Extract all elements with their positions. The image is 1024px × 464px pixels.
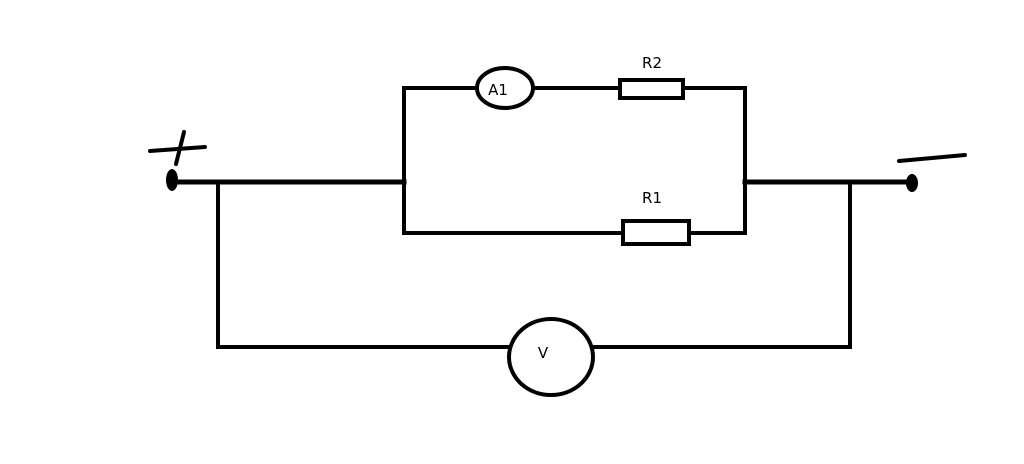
resistor-r1-label: R1 [642, 189, 662, 207]
ammeter-a1: A1 [475, 66, 535, 110]
negative-symbol: − [0, 0, 1, 1]
plus-sign-icon [148, 130, 207, 166]
ammeter-icon [475, 66, 535, 110]
positive-terminal: + [0, 0, 207, 191]
minus-sign-icon [897, 153, 967, 163]
lower-branch: R1 [402, 189, 747, 246]
ammeter-label: A1 [488, 81, 508, 99]
resistor-r2: R2 [618, 54, 685, 100]
voltmeter-label: V [538, 344, 549, 362]
voltmeter-loop: V [216, 180, 852, 397]
resistor-r2-icon [618, 78, 685, 100]
resistor-r1: R1 [621, 189, 691, 246]
positive-symbol: + [0, 0, 1, 1]
upper-branch: A1 R2 [402, 54, 747, 110]
voltmeter-icon [507, 317, 595, 397]
resistor-r1-icon [621, 219, 691, 246]
resistor-r2-label: R2 [642, 54, 662, 72]
voltmeter-v: V [507, 317, 595, 397]
